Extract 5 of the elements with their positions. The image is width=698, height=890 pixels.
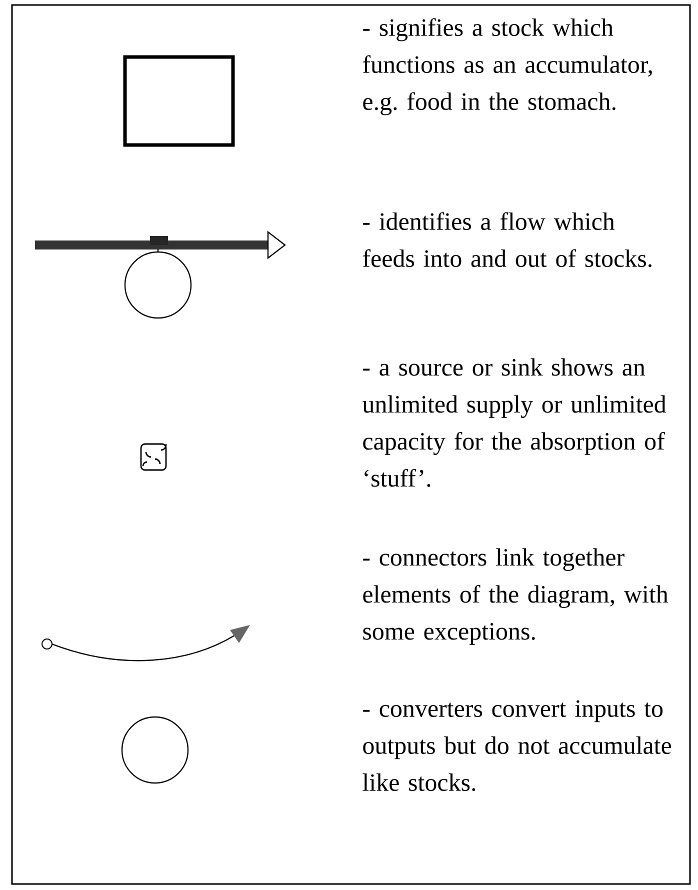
legend-text: - converters convert inputs to outputs but do not accumulate like stocks. [362,700,672,792]
legend-text: - a source or sink shows an unlimited supply or unlimited capacity for the absorption of ‘stuff’. [362,358,666,487]
legend-text: - signifies a stock which functions as an accumulator, e.g. food in the stomach. [362,18,652,116]
legend-text: - connectors link together elements of the diagram, with some exceptions. [363,548,668,645]
legend-text: - identifies a flow which feeds into and out of stocks. [362,212,652,268]
